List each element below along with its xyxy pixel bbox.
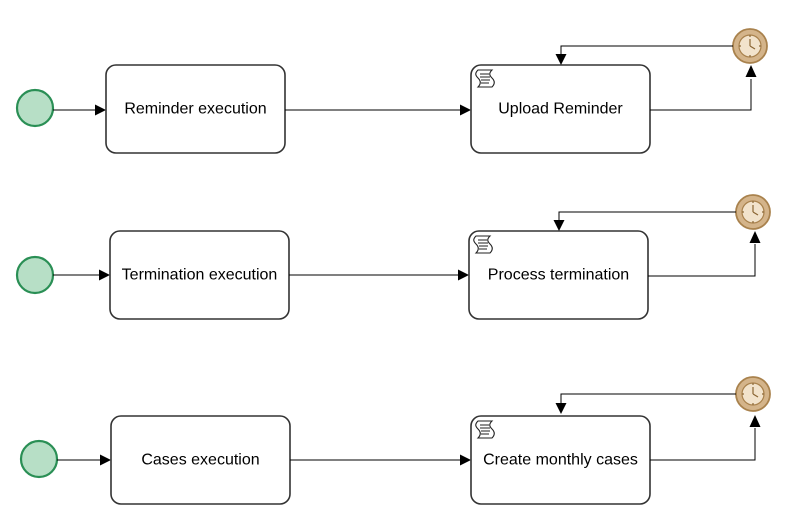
task-reminder-execution[interactable] <box>105 64 286 154</box>
flow-arrowhead <box>555 54 567 65</box>
flow-arrowhead <box>460 454 471 466</box>
flow-arrowhead <box>745 65 757 77</box>
flow-arrowhead <box>555 403 567 414</box>
flow-arrowhead <box>553 220 565 231</box>
script-task-upload-reminder[interactable] <box>470 64 651 154</box>
start-event-icon[interactable] <box>19 439 59 479</box>
flow-arrowhead <box>460 104 471 116</box>
task-label: Reminder execution <box>124 101 266 118</box>
task-label: Cases execution <box>141 452 259 469</box>
flow-arrowhead <box>100 454 111 466</box>
script-task-process-termination[interactable] <box>468 230 649 320</box>
task-label: Upload Reminder <box>498 101 623 118</box>
sequence-flow[interactable] <box>560 393 736 405</box>
flow-arrowhead <box>95 104 106 116</box>
timer-icon[interactable] <box>735 376 771 412</box>
flow-arrowhead <box>458 269 469 281</box>
flow-arrowhead <box>749 231 761 243</box>
process-row-2: Termination execution Process terminatio… <box>15 194 771 320</box>
sequence-flow[interactable] <box>558 211 736 222</box>
timer-icon[interactable] <box>735 194 771 230</box>
sequence-flow[interactable] <box>648 244 756 277</box>
process-row-1: Reminder execution Upload Reminder <box>15 28 768 154</box>
start-event-icon[interactable] <box>15 88 55 128</box>
start-event-icon[interactable] <box>15 255 55 295</box>
process-row-3: Cases execution Create monthly cases <box>19 376 771 505</box>
sequence-flow[interactable] <box>650 428 756 461</box>
flow-arrowhead <box>99 269 110 281</box>
task-label: Termination execution <box>122 267 278 284</box>
sequence-flow[interactable] <box>560 45 733 56</box>
task-label: Process termination <box>488 267 629 284</box>
task-label: Create monthly cases <box>483 452 638 469</box>
timer-icon[interactable] <box>732 28 768 64</box>
sequence-flow[interactable] <box>650 79 752 111</box>
flow-arrowhead <box>749 415 761 427</box>
